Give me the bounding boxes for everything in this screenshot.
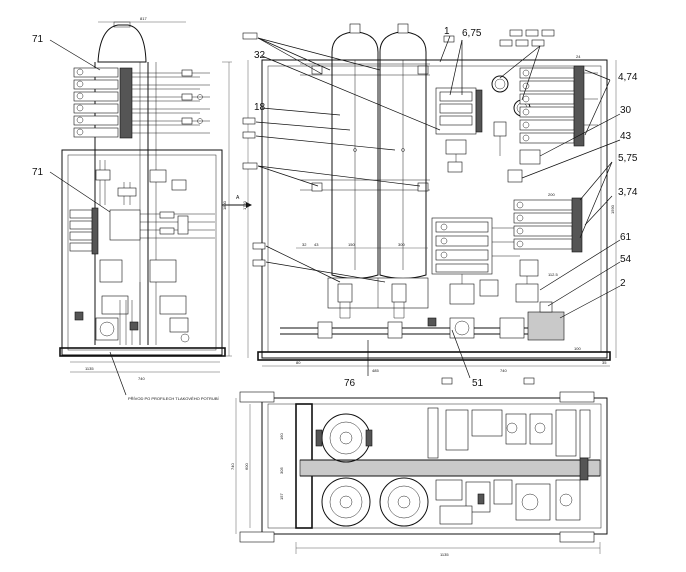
dim-mid-inner-f: 200 bbox=[548, 192, 555, 197]
lower-components-left bbox=[74, 259, 190, 345]
dim-plan-height: 740 bbox=[230, 463, 235, 470]
side-view-left: 1800 817 1135 740 PŘÍVOD PO PROFILECH TL… bbox=[32, 16, 232, 401]
dim-mid-bottom-e: 35 bbox=[602, 360, 607, 365]
bottom-piping bbox=[280, 301, 565, 341]
callout-5-75: 5,75 bbox=[618, 153, 638, 164]
dim-mid-bottom-a: 80 bbox=[296, 360, 301, 365]
callout-71-top: 71 bbox=[32, 34, 44, 45]
dim-mid-height: 1750 bbox=[242, 200, 247, 210]
dim-mid-bottom-c: 740 bbox=[500, 368, 507, 373]
dim-plan-height-b: 600 bbox=[244, 463, 249, 470]
valve-stack-top bbox=[73, 67, 210, 139]
callout-3-74: 3,74 bbox=[618, 187, 638, 198]
dim-mid-inner-b: 300 bbox=[398, 242, 405, 247]
dim-mid-inner-d: 32 bbox=[302, 242, 307, 247]
dim-mid-bottom-d: 100 bbox=[574, 346, 581, 351]
callout-32: 32 bbox=[254, 50, 266, 61]
dim-mid-top-a: 24 bbox=[576, 54, 581, 59]
upper-manifold bbox=[435, 87, 483, 173]
view-marker: A bbox=[236, 195, 240, 201]
callout-30: 30 bbox=[620, 105, 632, 116]
callout-76: 76 bbox=[344, 378, 356, 389]
callout-43: 43 bbox=[620, 131, 632, 142]
callout-2: 2 bbox=[620, 278, 626, 289]
valve-bank-lower-right bbox=[513, 197, 583, 303]
callout-4-74: 4,74 bbox=[618, 72, 638, 83]
note-text: PŘÍVOD PO PROFILECH TLAKOVÉHO POTRUBÍ bbox=[128, 396, 220, 401]
callout-71-mid: 71 bbox=[32, 167, 44, 178]
plan-view: 1135 740 600 160 305 157 bbox=[230, 391, 608, 557]
valve-bank-upper-right bbox=[507, 65, 598, 183]
dim-mid-inner-c: 112.5 bbox=[548, 272, 558, 277]
dim-plan-side-a: 160 bbox=[279, 433, 284, 440]
callout-51: 51 bbox=[472, 378, 484, 389]
dim-right-height: 1590 bbox=[610, 204, 615, 214]
dim-left-top: 817 bbox=[140, 16, 147, 21]
callout-54: 54 bbox=[620, 254, 632, 265]
valve-stack-middle bbox=[69, 160, 215, 255]
dim-mid-inner-e: 43 bbox=[314, 242, 319, 247]
dim-plan-side-b: 305 bbox=[279, 467, 284, 474]
dim-mid-bottom-b: 485 bbox=[372, 368, 379, 373]
dim-plan-side-c: 157 bbox=[279, 493, 284, 500]
dim-mid-inner-a: 150 bbox=[348, 242, 355, 247]
view-arrow: A bbox=[222, 195, 252, 208]
accumulator-pair bbox=[331, 23, 427, 279]
callout-18: 18 bbox=[254, 102, 266, 113]
callout-6-75: 6,75 bbox=[462, 28, 482, 39]
dim-left-bottom-b: 740 bbox=[138, 376, 145, 381]
central-manifold bbox=[431, 217, 520, 305]
callout-1: 1 bbox=[444, 26, 450, 37]
accumulator-bases bbox=[327, 277, 429, 319]
accumulators-plan bbox=[315, 413, 429, 527]
front-view: 150 300 32 43 112.5 200 1750 1590 24 80 … bbox=[242, 23, 638, 389]
callout-61: 61 bbox=[620, 232, 632, 243]
dim-plan-width: 1135 bbox=[440, 552, 449, 557]
plan-components bbox=[427, 407, 591, 525]
dim-left-bottom-a: 1135 bbox=[85, 366, 94, 371]
